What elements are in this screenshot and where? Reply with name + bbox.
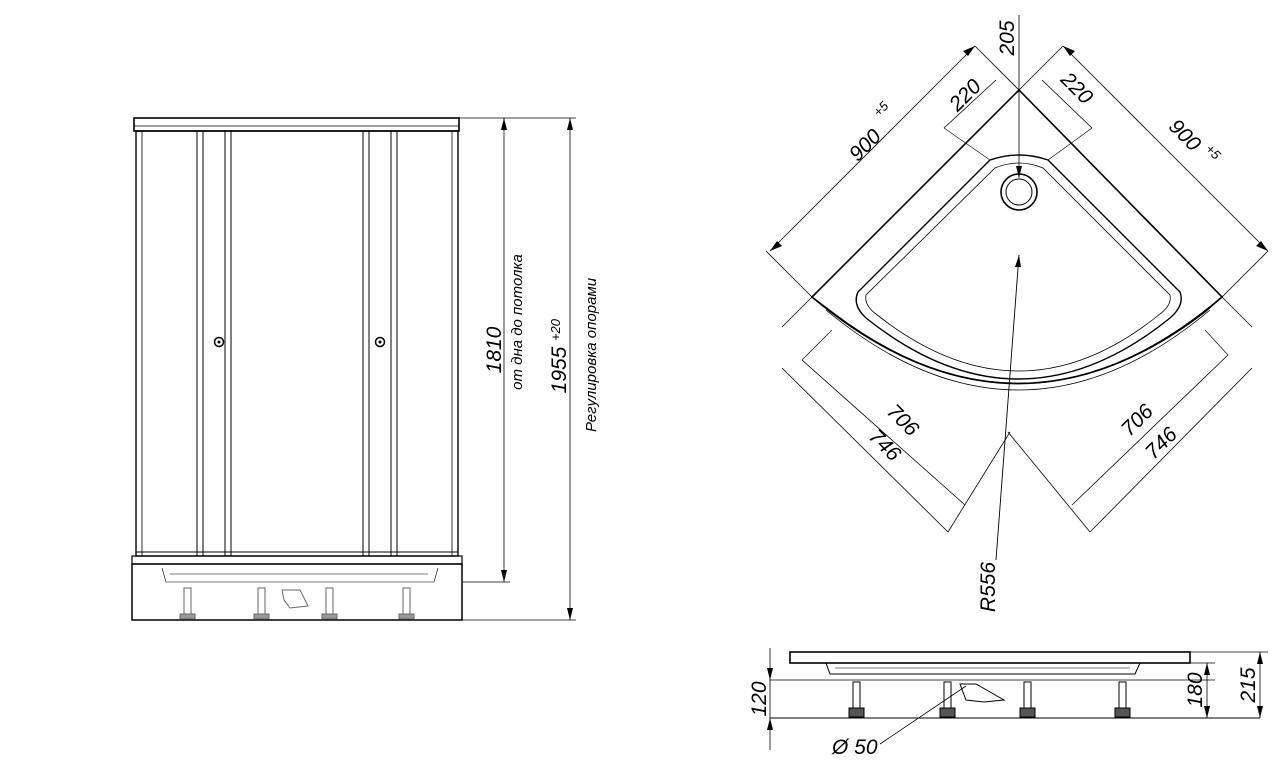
corner-offset-right-label: 220: [1055, 67, 1097, 109]
height-1810-label: 1810: [483, 326, 506, 373]
height-note-label: от дна до потолка: [509, 254, 526, 390]
side-view: 120 180 215 Ø 50: [748, 648, 1268, 759]
feet-height-label: 120: [748, 681, 771, 716]
plan-view: 900 +5 900 +5 220 220 205 706 746 706 74…: [765, 15, 1269, 613]
total-height-side-label: 215: [1237, 667, 1260, 703]
tray-legs: [179, 587, 415, 620]
drain-offset-label: 205: [996, 20, 1019, 56]
total-height-label: 1955: [548, 346, 571, 393]
door-handle-left-icon: [213, 336, 225, 348]
side-left-tolerance: +5: [870, 98, 892, 120]
door-handle-right-icon: [374, 336, 386, 348]
tray-height-label: 180: [1184, 672, 1207, 707]
side-left-label: 900: [845, 125, 886, 166]
radius-label: R556: [977, 562, 1000, 613]
side-legs: [848, 681, 1131, 718]
total-note-label: Регулировка опорами: [583, 277, 600, 432]
front-view: 1810 от дна до потолка 1955 +20 Регулиро…: [131, 117, 600, 621]
drain-diameter-label: Ø 50: [831, 736, 878, 759]
corner-offset-left-label: 220: [944, 75, 986, 117]
total-tolerance-label: +20: [548, 318, 563, 341]
outer-right-label: 746: [1141, 423, 1182, 464]
inner-right-label: 706: [1117, 400, 1158, 441]
side-right-tolerance: +5: [1203, 141, 1225, 163]
side-right-label: 900: [1164, 115, 1205, 156]
drain-icon: [1000, 173, 1038, 211]
